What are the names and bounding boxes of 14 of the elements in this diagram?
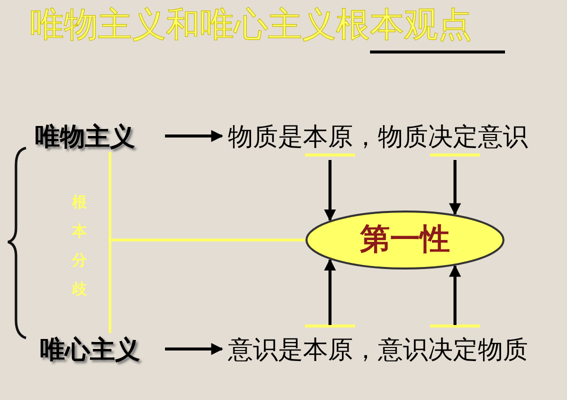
title: 唯物主义和唯心主义根本观点	[30, 8, 472, 42]
statement-text: 意识是本原，意识决定物质	[228, 334, 528, 364]
vertical-label: 根本分歧	[72, 192, 88, 300]
arrow	[324, 160, 336, 222]
arrow	[449, 160, 461, 216]
ellipse-node: 第一性	[305, 210, 505, 270]
term-label: 唯心主义	[40, 333, 165, 365]
arrow	[165, 343, 224, 355]
arrow	[165, 130, 224, 142]
term-label: 唯物主义	[35, 120, 165, 152]
arrow	[449, 264, 461, 325]
connector-line	[108, 238, 305, 333]
statement-text: 物质是本原，物质决定意识	[228, 121, 528, 151]
arrow	[324, 258, 336, 325]
